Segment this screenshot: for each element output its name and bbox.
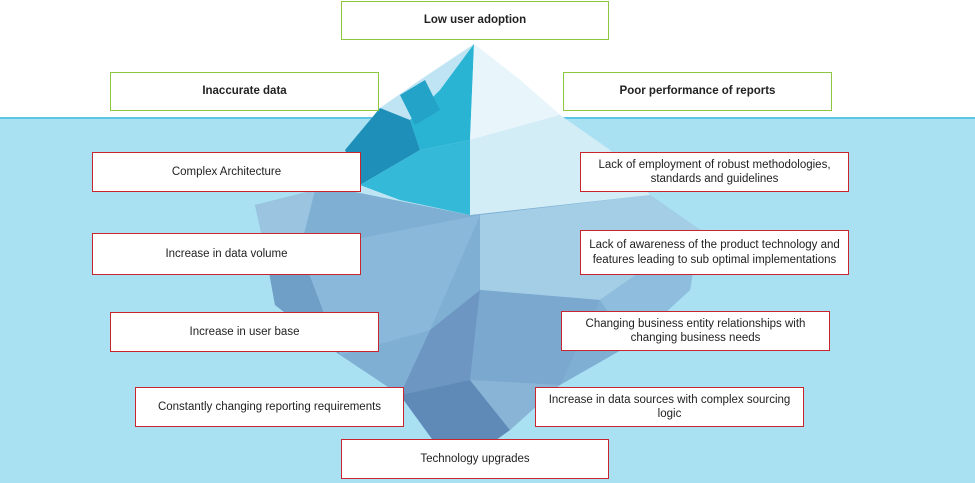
cause-complex-architecture: Complex Architecture [92, 152, 361, 192]
cause-increase-data-sources: Increase in data sources with complex so… [535, 387, 804, 427]
iceberg-facet [470, 44, 560, 140]
cause-lack-of-awareness: Lack of awareness of the product technol… [580, 230, 849, 275]
issue-inaccurate-data: Inaccurate data [110, 72, 379, 111]
issue-low-user-adoption: Low user adoption [341, 1, 609, 40]
cause-lack-of-methodologies: Lack of employment of robust methodologi… [580, 152, 849, 192]
iceberg-facet [400, 80, 440, 125]
cause-technology-upgrades: Technology upgrades [341, 439, 609, 479]
iceberg-facet [345, 108, 420, 185]
cause-increase-user-base: Increase in user base [110, 312, 379, 352]
iceberg-facet [400, 290, 480, 395]
iceberg-facet [360, 140, 470, 215]
iceberg-facet [410, 44, 474, 150]
cause-increase-data-volume: Increase in data volume [92, 233, 361, 275]
cause-changing-reporting-requirements: Constantly changing reporting requiremen… [135, 387, 404, 427]
issue-poor-performance: Poor performance of reports [563, 72, 832, 111]
iceberg-facet [400, 380, 510, 455]
cause-changing-entity-relationships: Changing business entity relationships w… [561, 311, 830, 351]
